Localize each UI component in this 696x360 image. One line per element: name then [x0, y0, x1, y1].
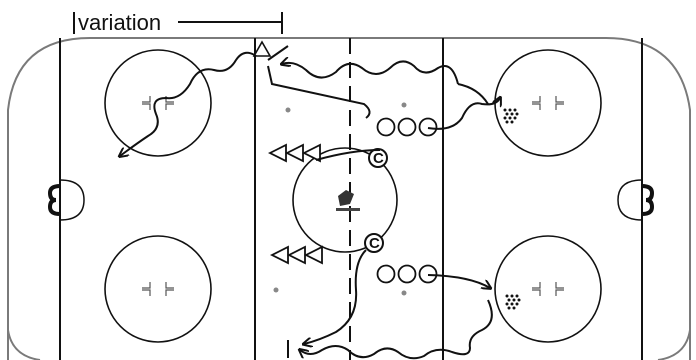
coach-circle-icon: C: [364, 233, 384, 253]
defender-triangle: [267, 143, 287, 163]
neutral-dot: [401, 290, 407, 296]
skate-path-bottom-right: [427, 274, 490, 288]
defender-path-top: [315, 149, 381, 161]
rink-boards: [7, 37, 691, 360]
right-goal-net: [641, 184, 655, 216]
defender-triangle: [286, 245, 306, 265]
puck-pile-icon: [505, 294, 521, 310]
player-circle: [376, 264, 396, 284]
stickhandle-path-top: [282, 61, 459, 85]
movement-paths: [120, 51, 500, 360]
center-ice-logo-icon: [336, 190, 360, 211]
skate-path-top-right-loop: [457, 83, 489, 105]
defender-triangle: [303, 245, 323, 265]
player-group-top: [376, 117, 438, 137]
neutral-dot: [285, 107, 291, 113]
left-goal-net: [47, 184, 61, 216]
coach-letter: C: [373, 150, 384, 167]
coach-circle-icon: C: [368, 148, 388, 168]
player-circle: [397, 264, 417, 284]
faceoff-circle-top-left: [104, 49, 212, 157]
neutral-dot: [273, 287, 279, 293]
triangle-cone-icon: [252, 40, 272, 57]
coach-letter: C: [369, 235, 380, 252]
player-circle: [397, 117, 417, 137]
pass-path-bottom: [304, 249, 367, 344]
pass-path-top: [267, 65, 371, 119]
neutral-dot: [401, 102, 407, 108]
variation-label: variation: [78, 10, 161, 35]
center-circle: [292, 147, 398, 253]
right-goal-crease: [617, 179, 643, 221]
player-group-bottom: [376, 264, 438, 284]
player-circle: [418, 117, 438, 137]
skate-path-top-right: [427, 98, 500, 130]
cone-marker-line: [267, 45, 289, 61]
defender-group-top: [267, 143, 321, 163]
player-circle: [418, 264, 438, 284]
defender-triangle: [284, 143, 304, 163]
rink-bottom-corners: [7, 329, 691, 360]
faceoff-circle-top-right: [494, 49, 602, 157]
puck-pile-icon: [503, 108, 519, 124]
defender-group-bottom: [269, 245, 323, 265]
faceoff-circle-bottom-left: [104, 235, 212, 343]
variation-label-group: variation: [73, 10, 283, 35]
stickhandle-path-bottom: [300, 299, 493, 360]
defender-triangle: [269, 245, 289, 265]
faceoff-circle-bottom-right: [494, 235, 602, 343]
stickhandle-path-variation: [120, 51, 257, 156]
faceoff-hashmarks: [142, 96, 564, 296]
left-goal-crease: [59, 179, 85, 221]
player-circle: [376, 117, 396, 137]
defender-triangle: [301, 143, 321, 163]
